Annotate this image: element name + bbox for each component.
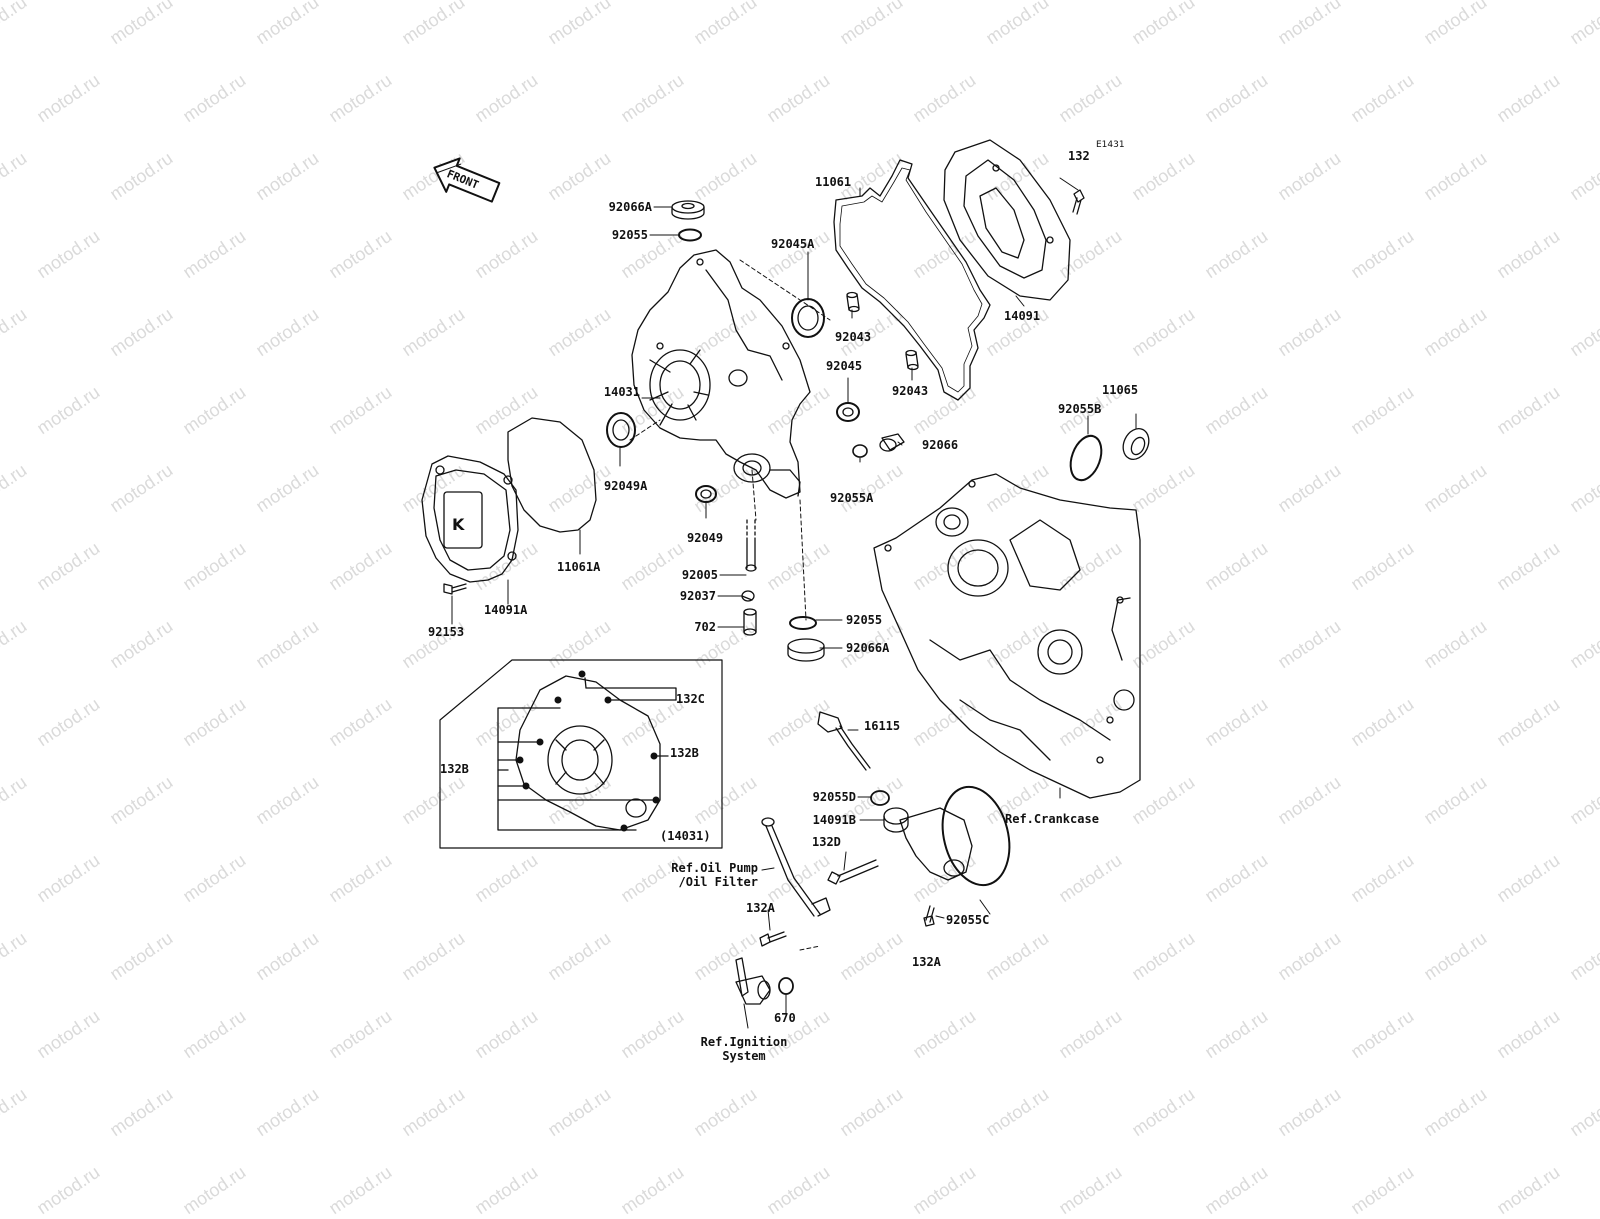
part-label: 11061A [557, 560, 601, 574]
o-ring-top [678, 228, 702, 242]
oil-seal-92049a [606, 412, 636, 448]
part-label: 92055C [946, 913, 990, 927]
part-label: 132C [676, 692, 705, 706]
part-label: 92045A [771, 237, 815, 251]
dowel-pin-92043-b [905, 349, 919, 371]
oil-pipe [761, 817, 831, 917]
generator-outer-cover: K [421, 455, 519, 583]
fitting-92005 [745, 519, 757, 572]
bearing-92045a [791, 298, 825, 338]
part-label: 11065 [1102, 383, 1139, 397]
part-label: 92055D [812, 790, 856, 804]
crankcase [873, 473, 1141, 799]
part-label: 92066A [608, 200, 652, 214]
part-label: 14091B [812, 813, 856, 827]
part-label: 92055B [1058, 402, 1102, 416]
o-ring-mid [789, 616, 817, 630]
bolt-132d [827, 859, 879, 885]
part-label: 92005 [681, 568, 718, 582]
bearing-92045 [836, 402, 860, 422]
part-label: 92153 [428, 625, 465, 639]
dowel-pin-92043-a [846, 291, 860, 313]
part-label: 16115 [864, 719, 901, 733]
front-arrow-icon [433, 157, 501, 203]
ignition-sensor [735, 957, 771, 1005]
ref-oil-pump-line1: Ref.Oil Pump [671, 861, 758, 875]
part-label: 92037 [679, 589, 716, 603]
cover-plate-14091 [943, 139, 1071, 301]
bolt-132a-right [923, 905, 935, 927]
o-ring-92055c [941, 785, 1011, 887]
generator-inner-cover [631, 249, 811, 499]
bolt-92153 [443, 583, 467, 595]
gasket-11061a [507, 417, 597, 533]
part-label: 92055A [830, 491, 874, 505]
part-label: 92045 [826, 359, 863, 373]
ref-ignition-line2: System [722, 1049, 766, 1063]
svg-text:K: K [452, 515, 465, 534]
detail-inset-box [439, 659, 723, 849]
ref-ignition-line1: Ref.Ignition [700, 1035, 788, 1049]
ref-crankcase: Ref.Crankcase [1005, 812, 1099, 826]
part-label: 92049 [687, 531, 724, 545]
part-label: 92055 [846, 613, 883, 627]
hose-702 [743, 608, 757, 636]
oil-filler-cap-top [671, 200, 705, 220]
o-ring-670 [778, 977, 794, 995]
part-label: 702 [694, 620, 716, 634]
ref-oil-pump-line2: /Oil Filter [678, 875, 758, 889]
cap-11065 [1122, 427, 1150, 461]
part-label: 132A [746, 901, 775, 915]
part-label: 14091A [484, 603, 528, 617]
o-ring-92055d [870, 790, 890, 806]
part-label: 14031 [603, 385, 640, 399]
part-label: 132A [912, 955, 941, 969]
part-label: 92049A [604, 479, 648, 493]
part-label: 92043 [892, 384, 929, 398]
inset-label: (14031) [660, 829, 711, 843]
oil-filler-cap-mid [787, 638, 825, 662]
gasket-11061 [833, 159, 991, 401]
part-label: 92055 [611, 228, 648, 242]
dipstick-16115 [817, 711, 871, 771]
part-label: 11061 [815, 175, 852, 189]
clamp-92037 [741, 590, 755, 602]
cover-14091b [883, 807, 973, 881]
part-label: 92066 [922, 438, 959, 452]
part-label: 132B [440, 762, 469, 776]
leader-lines [451, 177, 1137, 1029]
part-label: 132 [1068, 149, 1090, 163]
part-label: 92066A [846, 641, 890, 655]
part-label: 92043 [835, 330, 872, 344]
diagram-code: E1431 [1096, 140, 1125, 150]
o-ring-92055a [852, 444, 868, 458]
bolt-132-top [1072, 189, 1085, 215]
part-label: 132B [670, 746, 699, 760]
part-label: 14091 [1004, 309, 1041, 323]
part-label: 670 [774, 1011, 796, 1025]
bolt-132a-left [759, 931, 787, 947]
oil-seal-92049 [695, 485, 717, 503]
part-label: 132D [812, 835, 841, 849]
o-ring-92055b [1069, 434, 1103, 482]
plug-92066 [879, 433, 905, 452]
